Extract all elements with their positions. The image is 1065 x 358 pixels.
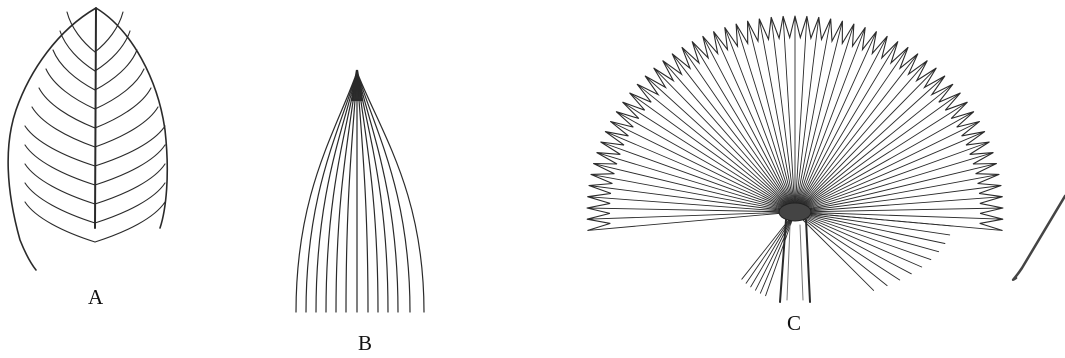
panel-label-a: A	[88, 285, 104, 309]
panel-label-c: C	[787, 311, 801, 335]
panel-label-b: B	[358, 331, 372, 355]
leaf-a-midrib	[95, 8, 96, 228]
leaf-c-hastula	[779, 203, 811, 221]
